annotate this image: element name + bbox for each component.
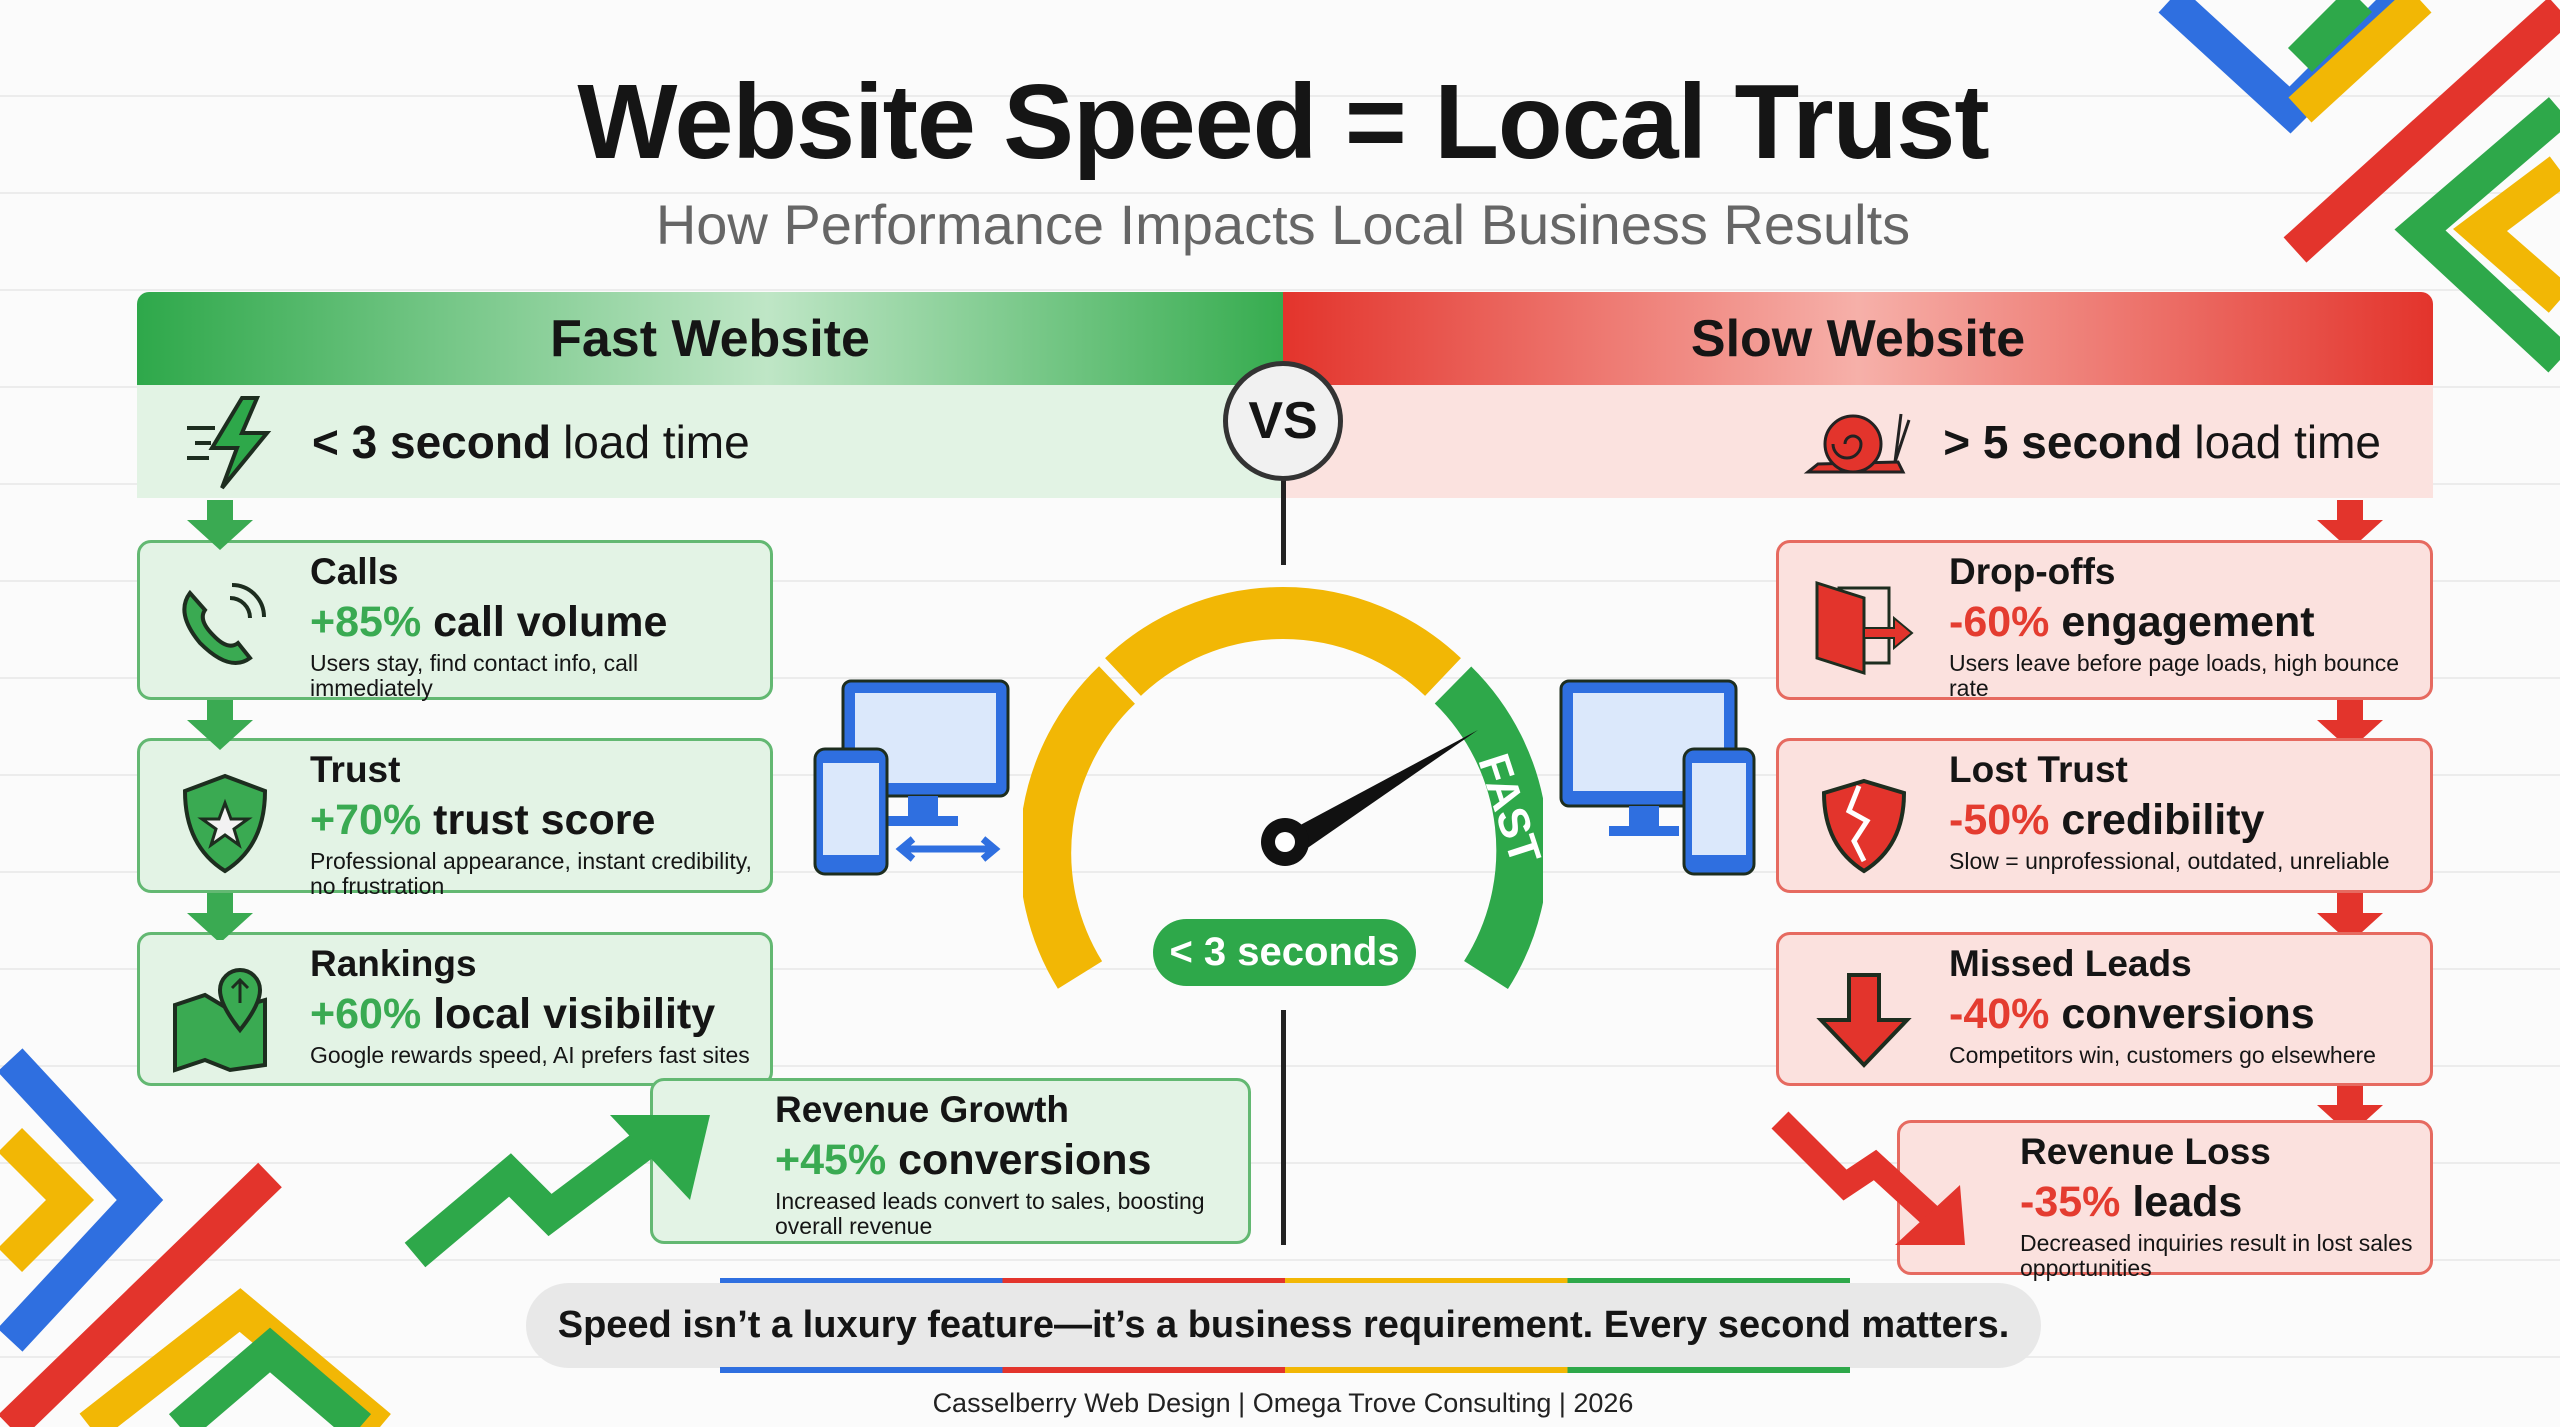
footer-credits: Casselberry Web Design | Omega Trove Con… [932, 1388, 1634, 1418]
card-title: Drop-offs [1949, 551, 2116, 592]
devices-icon-right [1559, 679, 1756, 876]
card-title: Trust [310, 749, 401, 790]
card-title: Missed Leads [1949, 943, 2192, 984]
card-metric: leads [2132, 1177, 2243, 1226]
map-pin-icon [173, 967, 267, 1073]
card-percent: +60% [310, 989, 422, 1038]
card-metric: local visibility [433, 989, 716, 1038]
fast-card-trust: Trust +70% trust score Professional appe… [137, 738, 773, 899]
card-metric: conversions [2061, 989, 2315, 1038]
card-percent: -35% [2020, 1177, 2121, 1226]
fast-load-time: < 3 second load time [137, 385, 1283, 498]
card-title: Rankings [310, 943, 477, 984]
gauge-yellow-top [1105, 587, 1461, 697]
card-metric: engagement [2061, 597, 2315, 646]
card-description: Increased leads convert to sales, boosti… [775, 1187, 1205, 1240]
card-description: Google rewards speed, AI prefers fast si… [310, 1041, 750, 1068]
card-description: Professional appearance, instant credibi… [310, 847, 752, 900]
down-arrow-icon [1816, 973, 1912, 1068]
exit-door-icon [1815, 580, 1914, 676]
card-description: Users stay, find contact info, call imme… [310, 649, 639, 702]
trend-up-arrow-icon [404, 1115, 710, 1268]
card-metric: trust score [433, 795, 656, 844]
card-metric: credibility [2061, 795, 2265, 844]
fast-load-label: load time [563, 415, 750, 468]
divider-line [1281, 1010, 1286, 1245]
flow-arrows-slow [2317, 500, 2383, 1135]
broken-shield-icon [1821, 778, 1907, 874]
slow-card-lost-trust: Lost Trust -50% credibility Slow = unpro… [1776, 738, 2433, 893]
card-percent: +45% [775, 1135, 887, 1184]
card-percent: -60% [1949, 597, 2050, 646]
gauge-green-fast [1434, 666, 1543, 989]
slow-load-value: > 5 second [1943, 415, 2183, 468]
snail-icon [1804, 413, 1911, 473]
page-title: Website Speed = Local Trust [577, 63, 1989, 181]
fast-card-revenue-growth: Revenue Growth +45% conversions Increase… [650, 1078, 1251, 1244]
card-metric: conversions [898, 1135, 1152, 1184]
card-percent: +85% [310, 597, 422, 646]
card-percent: -40% [1949, 989, 2050, 1038]
slow-card-drop-offs: Drop-offs -60% engagement Users leave be… [1776, 540, 2433, 702]
divider-line [1281, 480, 1286, 565]
gauge-needle [1263, 730, 1478, 865]
banner-stripe-top [720, 1278, 1850, 1284]
slow-card-missed-leads: Missed Leads -40% conversions Competitor… [1776, 932, 2433, 1086]
fast-card-rankings: Rankings +60% local visibility Google re… [137, 932, 773, 1086]
slow-load-label: load time [2194, 415, 2381, 468]
card-description: Decreased inquiries result in lost sales… [2020, 1229, 2413, 1282]
trend-down-arrow-icon [1771, 1111, 1965, 1245]
slow-website-header: Slow Website [1283, 292, 2433, 385]
card-title: Lost Trust [1949, 749, 2128, 790]
fast-card-calls: Calls +85% call volume Users stay, find … [137, 540, 773, 702]
card-title: Revenue Loss [2020, 1131, 2271, 1172]
card-description: Competitors win, customers go elsewhere [1949, 1041, 2376, 1068]
shield-star-icon [182, 773, 268, 874]
slow-card-revenue-loss: Revenue Loss -35% leads Decreased inquir… [1897, 1120, 2433, 1281]
fast-load-value: < 3 second [312, 415, 552, 468]
devices-icon-left [813, 679, 1010, 876]
card-title: Revenue Growth [775, 1089, 1069, 1130]
page-subtitle: How Performance Impacts Local Business R… [655, 193, 1911, 256]
card-description: Users leave before page loads, high boun… [1949, 649, 2400, 702]
fast-website-header: Fast Website [137, 292, 1283, 385]
gauge-yellow-left [1023, 666, 1136, 989]
card-metric: call volume [433, 597, 668, 646]
lightning-icon [187, 396, 272, 490]
flow-arrows-fast [187, 500, 253, 940]
card-percent: +70% [310, 795, 422, 844]
vs-badge: VS [1223, 361, 1343, 481]
slow-load-time: > 5 second load time [1283, 385, 2433, 498]
phone-icon [182, 583, 266, 665]
speed-gauge: FAST [1023, 587, 1543, 989]
bottom-banner: Speed isn’t a luxury feature—it’s a busi… [526, 1283, 2041, 1368]
seconds-pill: < 3 seconds [1153, 919, 1416, 986]
banner-stripe-bottom [720, 1367, 1850, 1373]
card-percent: -50% [1949, 795, 2050, 844]
card-description: Slow = unprofessional, outdated, unrelia… [1949, 847, 2390, 874]
card-title: Calls [310, 551, 399, 592]
